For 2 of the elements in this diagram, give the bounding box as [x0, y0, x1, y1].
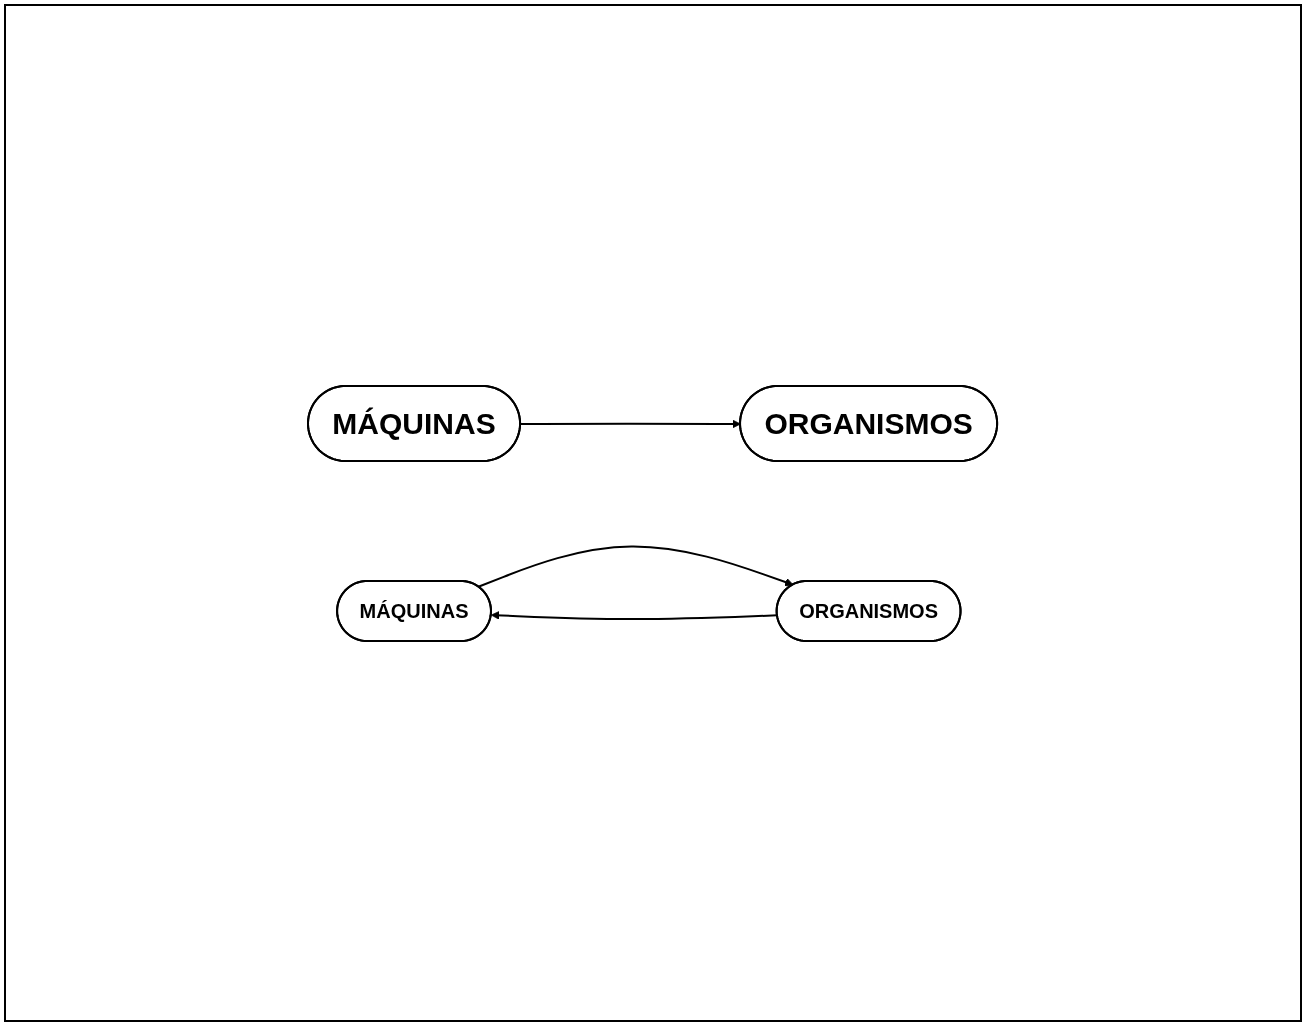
arrow — [491, 610, 779, 620]
arrow — [477, 545, 795, 588]
